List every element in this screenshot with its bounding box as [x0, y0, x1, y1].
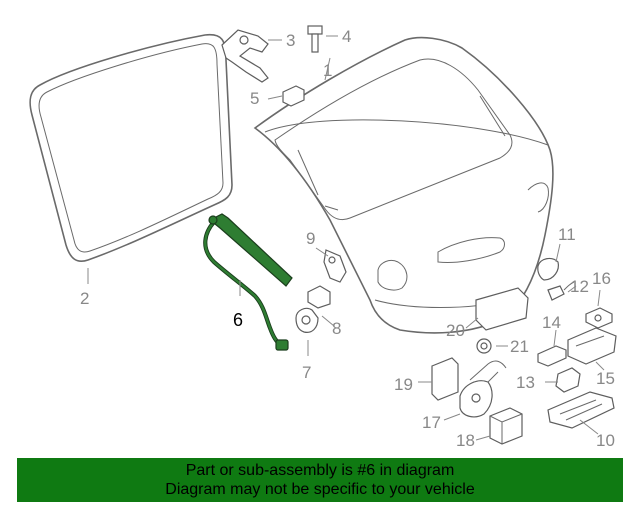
- callout-12: 12: [570, 277, 589, 296]
- callout-10: 10: [596, 431, 615, 450]
- part-8-clip: [307, 285, 331, 309]
- callout-15: 15: [596, 369, 615, 388]
- part-10-trim-panel: [547, 391, 615, 429]
- part-3-bracket: [221, 29, 269, 83]
- part-21-nut: [476, 338, 492, 354]
- part-6-lift-support: [203, 213, 293, 351]
- callout-19: 19: [394, 375, 413, 394]
- callout-11: 11: [558, 225, 576, 244]
- callout-5: 5: [250, 89, 259, 108]
- exploded-parts-diagram: 1 2 3 4 5 6 7 8 9 10 11 12 13 14 15 16 1…: [29, 25, 617, 450]
- notice-banner: Part or sub-assembly is #6 in diagram Di…: [17, 458, 623, 502]
- callout-17: 17: [422, 413, 441, 432]
- callout-2: 2: [80, 289, 89, 308]
- part-13-actuator: [555, 367, 581, 393]
- part-4-bolt: [307, 25, 323, 53]
- callout-6: 6: [233, 310, 243, 330]
- part-7-striker: [295, 307, 319, 333]
- part-11-handle: [537, 257, 559, 281]
- notice-line-1: Part or sub-assembly is #6 in diagram: [185, 462, 455, 479]
- part-16-bracket: [585, 307, 613, 329]
- callout-13: 13: [516, 373, 535, 392]
- part-18-motor: [489, 407, 523, 445]
- part-15-lamp: [567, 327, 617, 365]
- part-1-liftgate: [253, 36, 554, 334]
- part-9-hinge: [323, 249, 347, 283]
- callout-16: 16: [592, 269, 611, 288]
- callout-20: 20: [446, 321, 465, 340]
- callout-14: 14: [542, 313, 561, 332]
- part-20-license-lamp-housing: [475, 287, 529, 331]
- callout-9: 9: [306, 229, 315, 248]
- leader-lines: [87, 35, 605, 441]
- callout-21: 21: [510, 337, 529, 356]
- part-17-latch: [459, 360, 507, 418]
- callout-4: 4: [342, 27, 351, 46]
- part-2-weatherstrip: [29, 33, 233, 262]
- callout-7: 7: [302, 363, 311, 382]
- callout-18: 18: [456, 431, 475, 450]
- part-14-camera: [537, 345, 567, 367]
- part-12-switch: [547, 281, 575, 301]
- callout-8: 8: [332, 319, 341, 338]
- part-5-bumper: [282, 85, 305, 107]
- callout-3: 3: [286, 31, 295, 50]
- part-19-module: [431, 357, 459, 401]
- notice-line-2: Diagram may not be specific to your vehi…: [165, 481, 475, 498]
- callout-1: 1: [323, 61, 332, 80]
